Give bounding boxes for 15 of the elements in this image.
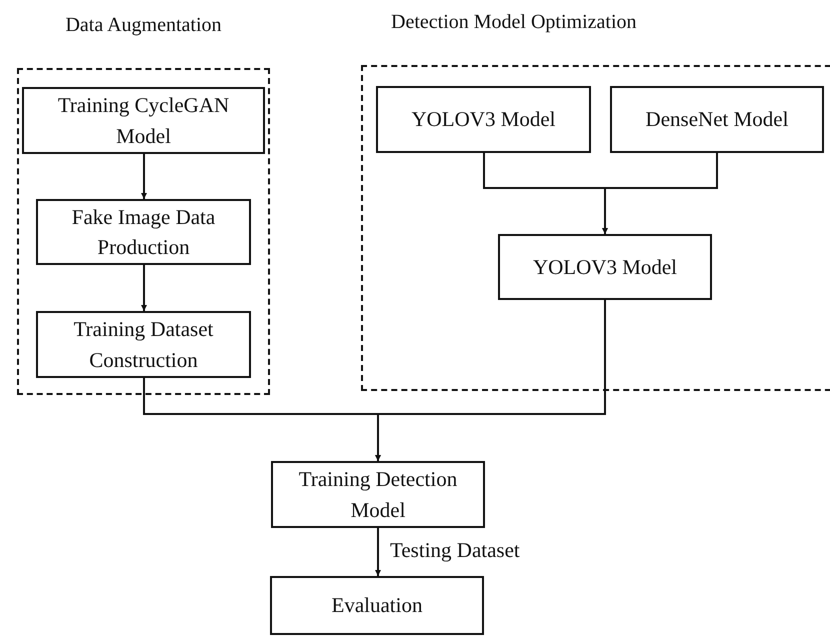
arrow <box>141 154 147 199</box>
process-box: Fake Image Data Production <box>36 199 251 265</box>
process-box: Training Dataset Construction <box>36 311 251 378</box>
arrow <box>375 300 606 461</box>
process-box: Evaluation <box>270 576 484 635</box>
process-box: Training CycleGAN Model <box>22 87 265 154</box>
process-box: Training Detection Model <box>271 461 485 528</box>
process-box: DenseNet Model <box>610 86 824 153</box>
group-title: Detection Model Optimization <box>391 10 638 35</box>
group-title: Data Augmentation <box>64 13 223 38</box>
arrow <box>141 265 147 311</box>
process-box: YOLOV3 Model <box>376 86 591 153</box>
process-box: YOLOV3 Model <box>498 234 712 300</box>
arrow <box>602 153 718 234</box>
arrow <box>375 528 381 576</box>
